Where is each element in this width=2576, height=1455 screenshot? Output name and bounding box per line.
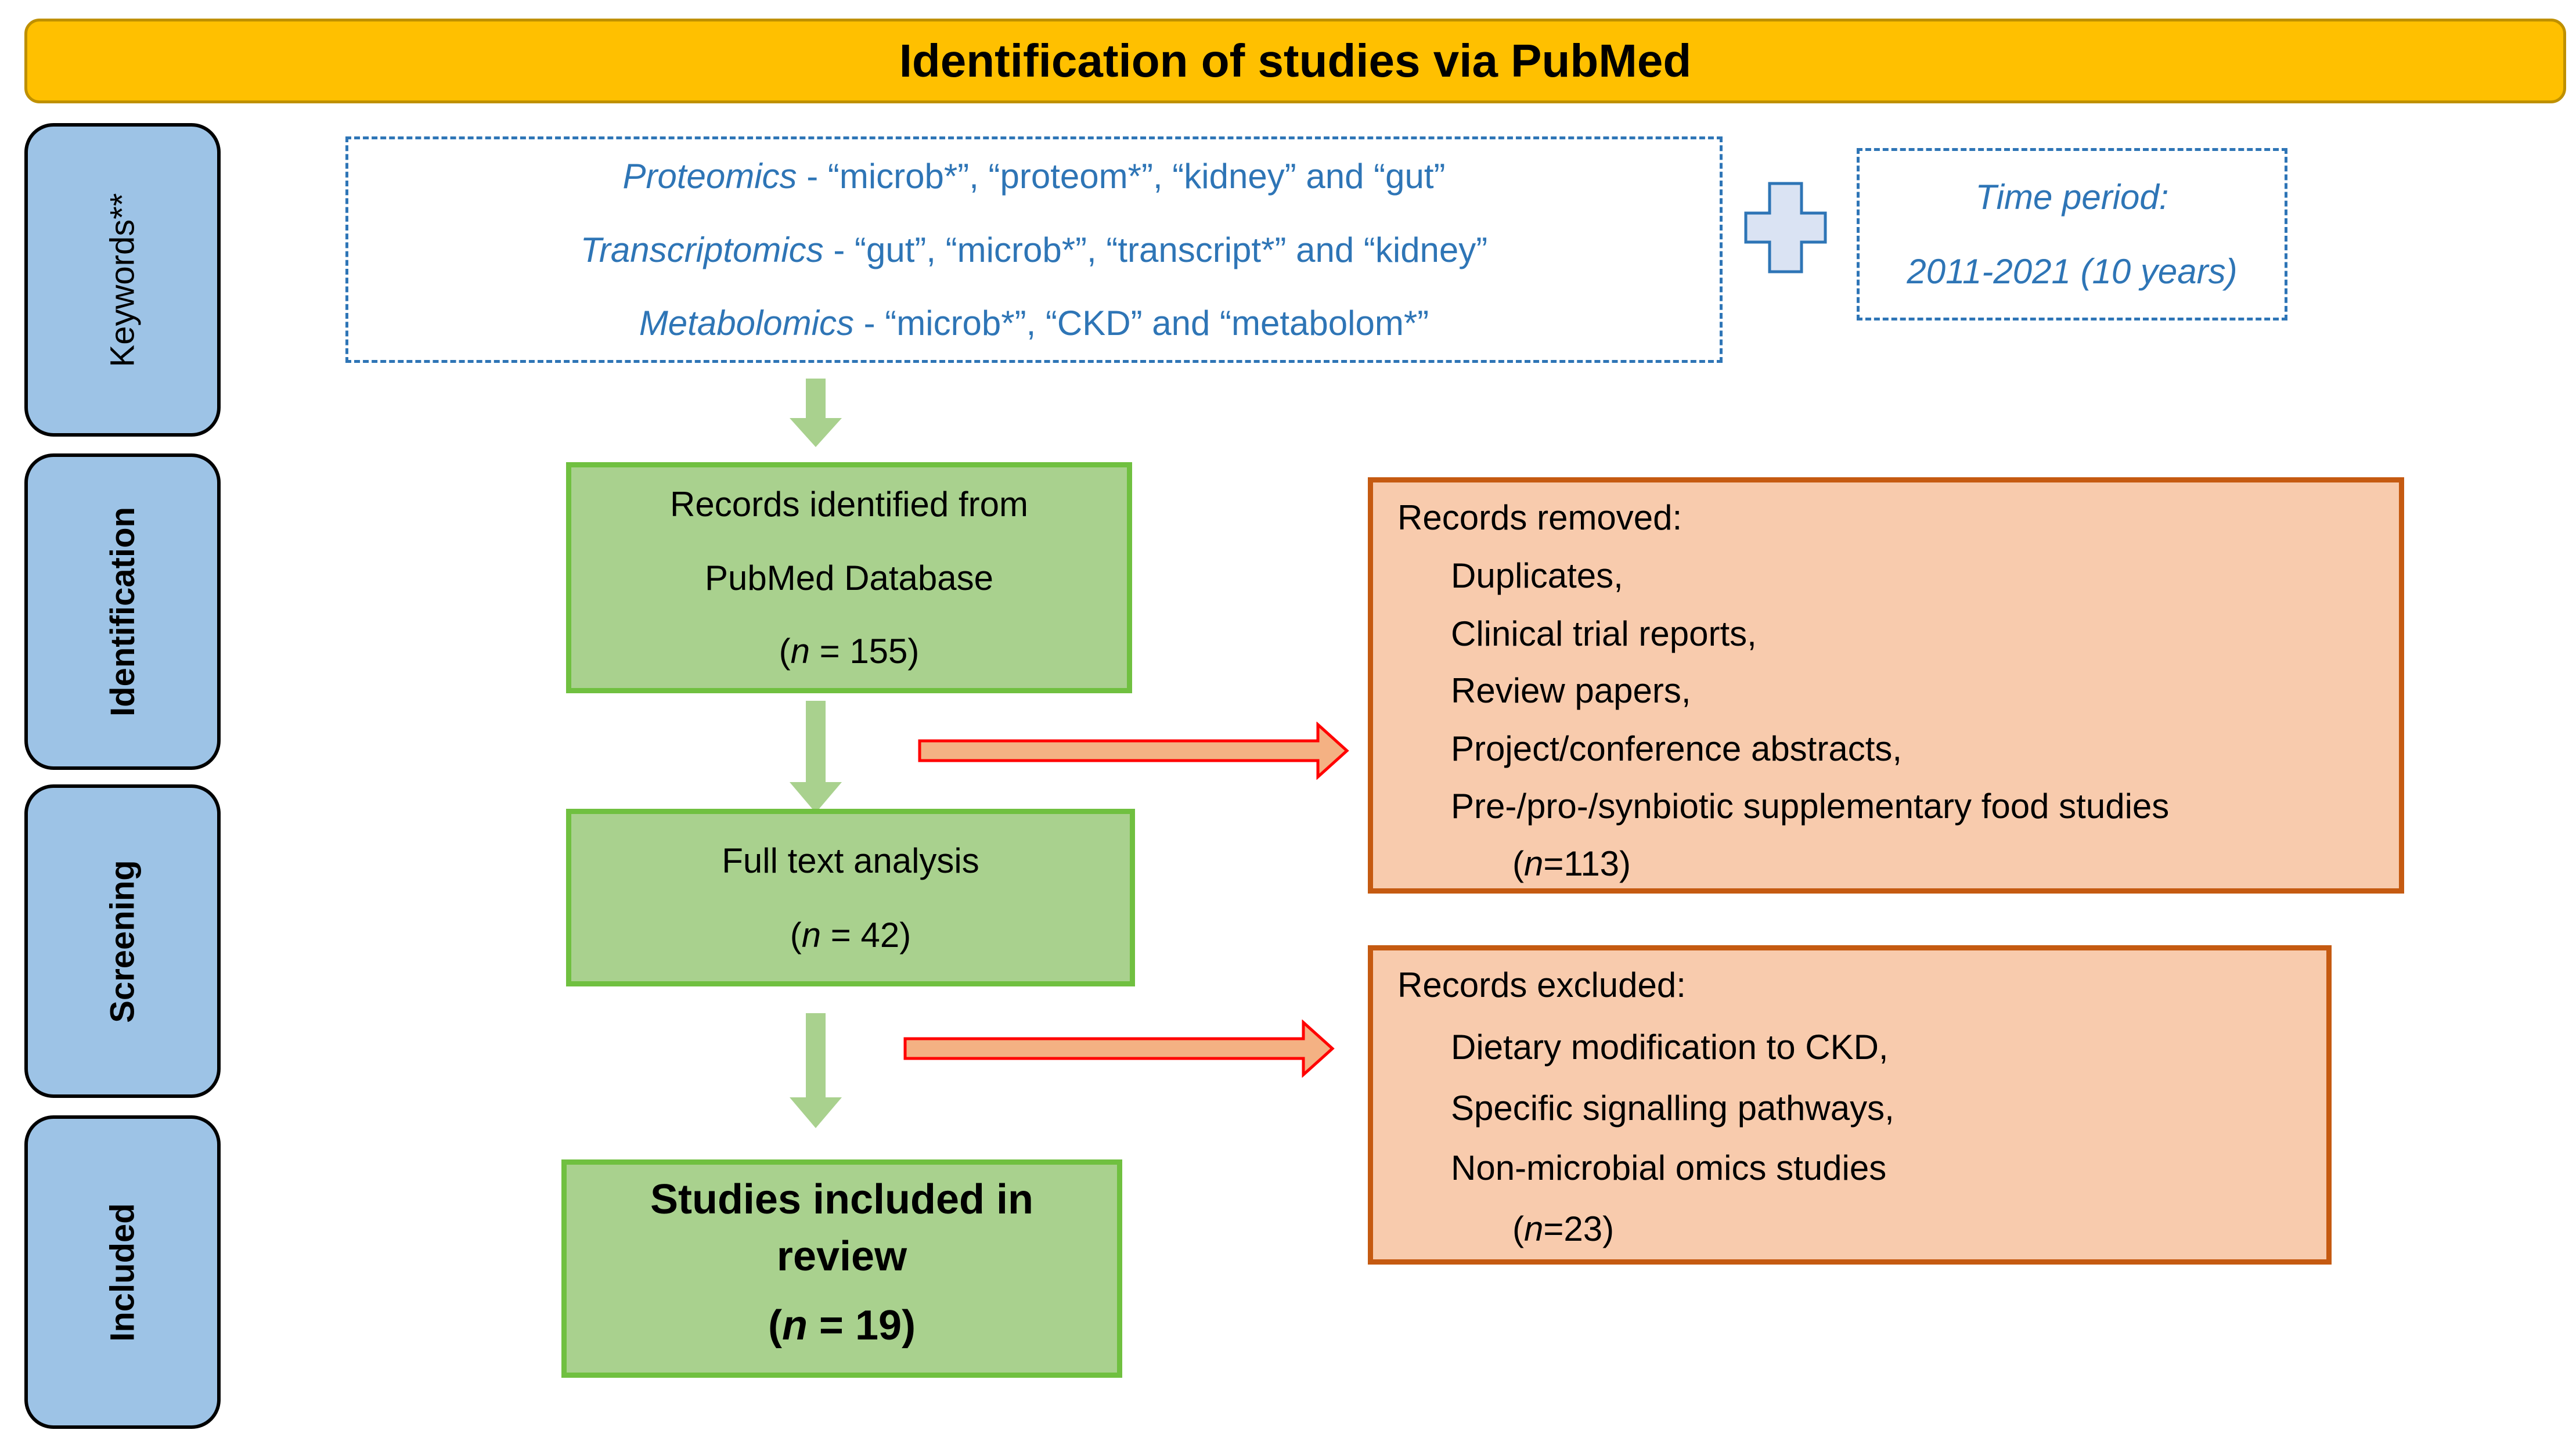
keywords-metabolomics: Metabolomics - “microb*”, “CKD” and “met… [639,286,1429,360]
stage-keywords: Keywords** [24,123,221,437]
excluded-count-var: n [1523,1209,1544,1248]
excluded-item: Specific signalling pathways, [1451,1089,1894,1128]
keywords-transcriptomics: Transcriptomics - “gut”, “microb*”, “tra… [581,213,1488,287]
removed-heading: Records removed: [1397,498,1682,537]
removed-count: (n=113) [1512,844,1631,884]
removed-item: Project/conference abstracts, [1451,729,1903,768]
identified-count: (n = 155) [779,614,920,688]
stage-identification-label: Identification [103,507,142,716]
down-arrow-icon [790,379,842,447]
removed-count-value: =113) [1543,844,1631,883]
fulltext-count-value: = 42) [821,915,911,955]
removed-count-var: n [1523,844,1544,883]
metabolomics-label: Metabolomics [639,304,854,343]
identified-count-var: n [790,632,810,671]
excluded-item: Dietary modification to CKD, [1451,1028,1889,1067]
excluded-count-prefix: ( [1512,1209,1524,1248]
included-count-value: = 19) [807,1302,916,1349]
plus-icon [1744,182,1827,273]
identified-count-prefix: ( [779,632,791,671]
stage-identification: Identification [24,453,221,770]
proteomics-label: Proteomics [622,156,797,196]
removed-item: Review papers, [1451,671,1691,710]
stage-screening-label: Screening [103,859,142,1023]
included-count-var: n [781,1302,808,1349]
included-line2: review [776,1233,907,1280]
fulltext-count-prefix: ( [790,915,802,955]
keywords-proteomics: Proteomics - “microb*”, “proteom*”, “kid… [622,139,1445,213]
down-arrow-icon [790,1013,842,1128]
identified-count-value: = 155) [809,632,920,671]
right-arrow-icon [903,1020,1335,1078]
removed-item: Duplicates, [1451,556,1623,595]
removed-item: Clinical trial reports, [1451,614,1757,653]
transcriptomics-label: Transcriptomics [580,230,824,269]
identified-line1: Records identified from [670,484,1028,524]
identified-line2: PubMed Database [705,558,993,597]
full-text-analysis-box: Full text analysis (n = 42) [566,809,1135,986]
down-arrow-icon [790,701,842,813]
studies-included-box: Studies included in review (n = 19) [561,1159,1122,1378]
title-banner: Identification of studies via PubMed [24,19,2566,103]
proteomics-terms: - “microb*”, “proteom*”, “kidney” and “g… [797,156,1446,196]
records-removed-box: Records removed: Duplicates, Clinical tr… [1368,477,2404,894]
excluded-count: (n=23) [1512,1209,1614,1249]
right-arrow-icon [918,722,1349,780]
page-title: Identification of studies via PubMed [899,35,1692,87]
stage-included: Included [24,1115,221,1429]
keywords-box: Proteomics - “microb*”, “proteom*”, “kid… [345,136,1723,363]
fulltext-count-var: n [801,915,822,955]
records-identified-box: Records identified from PubMed Database … [566,462,1132,693]
removed-count-prefix: ( [1512,844,1524,883]
time-period-label: Time period: [1975,178,2169,217]
fulltext-line1: Full text analysis [722,841,979,880]
metabolomics-terms: - “microb*”, “CKD” and “metabolom*” [853,304,1429,343]
stage-keywords-label: Keywords** [103,193,142,367]
included-count: (n = 19) [768,1285,916,1366]
time-period-box: Time period: 2011-2021 (10 years) [1857,148,2287,320]
stage-screening: Screening [24,784,221,1098]
excluded-heading: Records excluded: [1397,966,1686,1004]
included-line1: Studies included in [650,1176,1034,1223]
transcriptomics-terms: - “gut”, “microb*”, “transcript*” and “k… [823,230,1488,269]
included-count-prefix: ( [768,1302,782,1349]
records-excluded-box: Records excluded: Dietary modification t… [1368,945,2332,1265]
stage-included-label: Included [103,1202,142,1342]
time-period-value: 2011-2021 (10 years) [1907,252,2238,291]
excluded-count-value: =23) [1543,1209,1615,1248]
removed-item: Pre-/pro-/synbiotic supplementary food s… [1451,787,2170,826]
fulltext-count: (n = 42) [790,898,911,972]
excluded-item: Non-microbial omics studies [1451,1148,1887,1187]
